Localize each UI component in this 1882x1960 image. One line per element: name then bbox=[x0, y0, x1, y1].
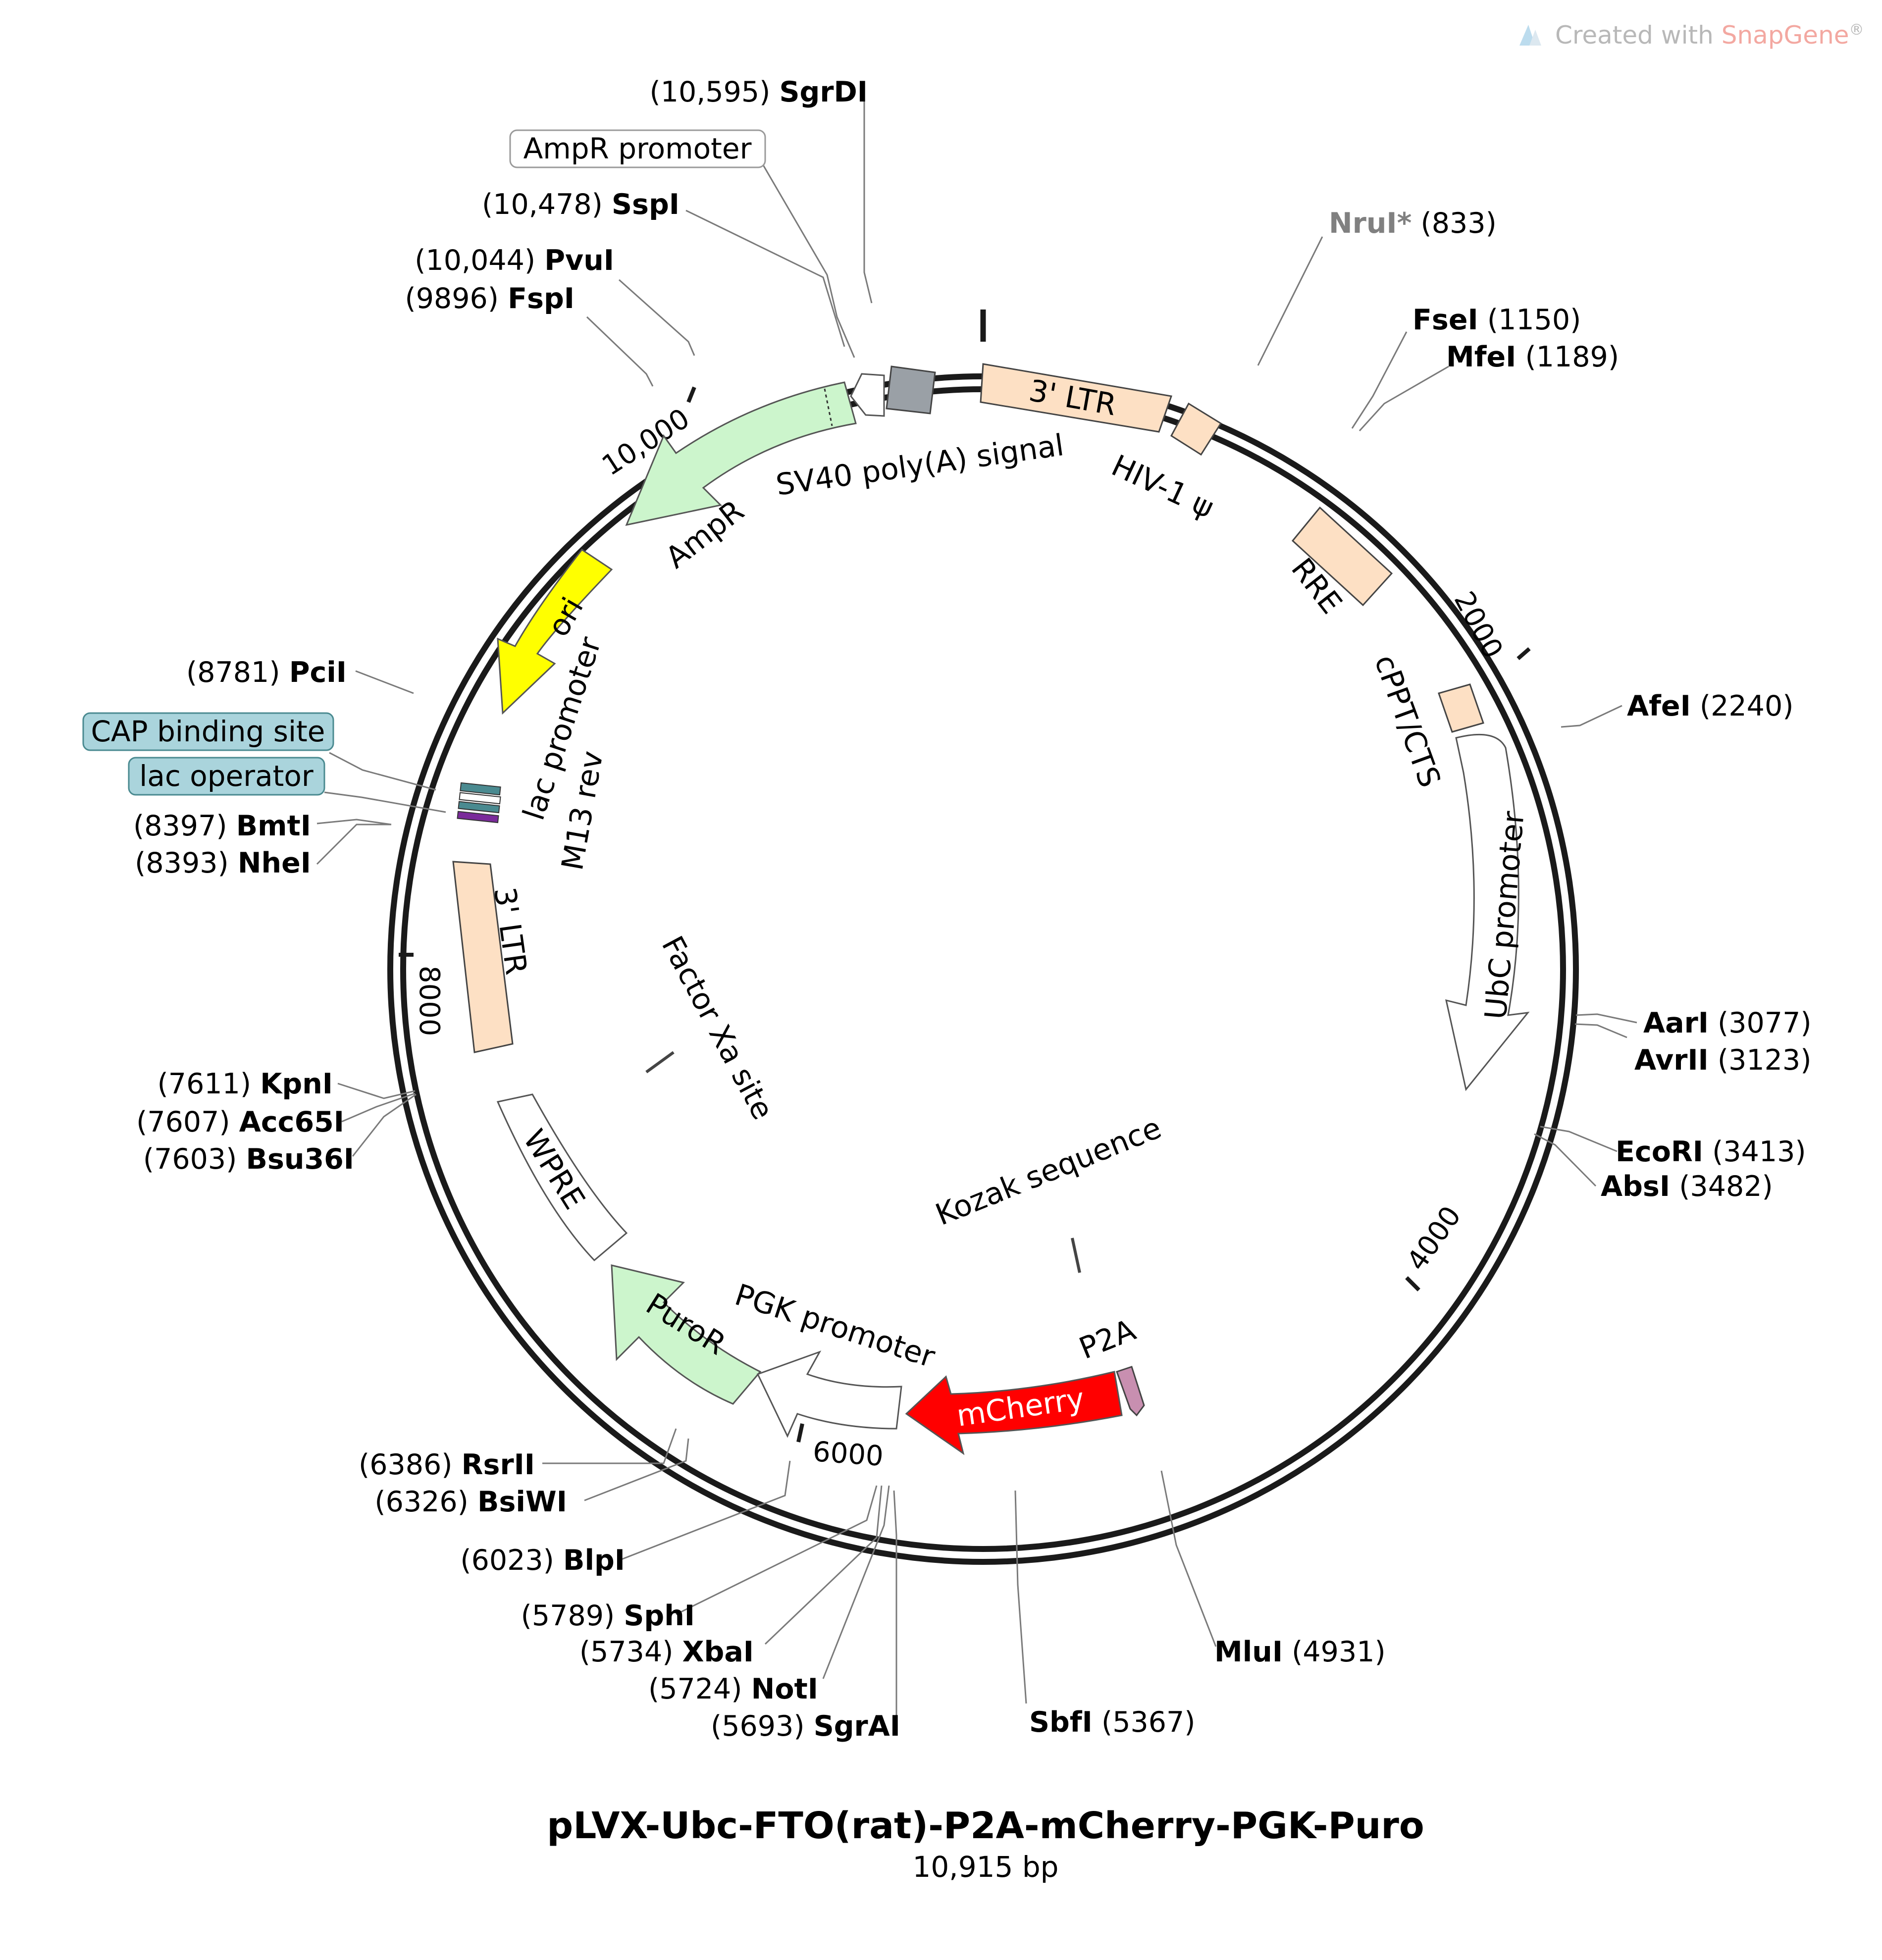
enzyme-pvui: (10,044) PvuI bbox=[415, 244, 614, 277]
enzyme-blpi: (6023) BlpI bbox=[460, 1544, 625, 1577]
enzyme-sgrdi: (10,595) SgrDI bbox=[649, 76, 868, 108]
mcherry-arrow bbox=[905, 1371, 1123, 1455]
enzyme-sbfi: SbfI (5367) bbox=[1029, 1706, 1196, 1739]
p2a-segment bbox=[1116, 1366, 1145, 1417]
feature-label-3ltr-top: 3' LTR bbox=[1026, 373, 1119, 423]
cap-binding-site-label: CAP binding site bbox=[91, 715, 325, 748]
hiv-psi-segment bbox=[1170, 402, 1222, 456]
feature-label-cppt: cPPT/CTS bbox=[1367, 650, 1447, 792]
feature-label-pgk: PGK promoter bbox=[731, 1278, 939, 1375]
sv40-polya-segment bbox=[886, 365, 936, 414]
enzyme-noti: (5724) NotI bbox=[648, 1673, 818, 1705]
feature-label-p2a: P2A bbox=[1074, 1313, 1140, 1366]
enzyme-fsei: FseI (1150) bbox=[1412, 304, 1581, 336]
enzyme-mlui: MluI (4931) bbox=[1214, 1636, 1386, 1668]
factor-xa-mark bbox=[645, 1051, 675, 1074]
puror-arrow bbox=[611, 1264, 762, 1405]
tick-label-4000: 4000 bbox=[1401, 1200, 1467, 1277]
leader-lines bbox=[316, 94, 1637, 1718]
enzyme-pcii: (8781) PciI bbox=[186, 656, 347, 689]
enzyme-avrii: AvrII (3123) bbox=[1634, 1044, 1811, 1077]
enzyme-mfei: MfeI (1189) bbox=[1446, 341, 1619, 373]
wpre-segment bbox=[496, 1093, 628, 1262]
enzyme-fspi: (9896) FspI bbox=[405, 282, 575, 315]
snapgene-logo-icon bbox=[1519, 25, 1541, 46]
ampr-promoter-box bbox=[509, 129, 766, 168]
enzyme-absi: AbsI (3482) bbox=[1601, 1170, 1773, 1203]
enzyme-bmti: (8397) BmtI bbox=[133, 810, 311, 842]
ltr-3-left-segment bbox=[452, 861, 514, 1053]
tick-2000 bbox=[1516, 647, 1531, 661]
tick-10000 bbox=[686, 386, 696, 403]
lac-operator-box bbox=[128, 757, 325, 796]
backbone-outer-ring bbox=[387, 373, 1579, 1565]
enzyme-acc65i: (7607) Acc65I bbox=[136, 1106, 344, 1138]
ampr-promoter-label: AmpR promoter bbox=[523, 132, 752, 165]
enzyme-sgrai: (5693) SgrAI bbox=[711, 1710, 900, 1743]
lac-promoter-mark bbox=[459, 792, 501, 805]
enzyme-kpni: (7611) KpnI bbox=[157, 1068, 333, 1100]
feature-label-sv40: SV40 poly(A) signal bbox=[774, 428, 1066, 503]
plasmid-size: 10,915 bp bbox=[912, 1850, 1058, 1884]
ampr-promoter-arrow bbox=[850, 373, 885, 417]
ubc-promoter-arrow bbox=[1445, 733, 1530, 1091]
enzyme-afei: AfeI (2240) bbox=[1627, 690, 1793, 722]
plasmid-name: pLVX-Ubc-FTO(rat)-P2A-mCherry-PGK-Puro bbox=[547, 1805, 1424, 1847]
feature-label-factor-xa: Factor Xa site bbox=[655, 930, 780, 1125]
cap-binding-site-box bbox=[82, 712, 334, 751]
enzyme-sspi: (10,478) SspI bbox=[482, 188, 680, 221]
enzyme-bsu36i: (7603) Bsu36I bbox=[143, 1143, 354, 1176]
feature-label-hiv-psi: HIV-1 ψ bbox=[1106, 448, 1219, 525]
kozak-mark bbox=[1071, 1238, 1081, 1273]
enzyme-xbai: (5734) XbaI bbox=[579, 1636, 754, 1668]
ltr-3-top-segment bbox=[980, 363, 1172, 433]
tick-6000 bbox=[796, 1423, 804, 1443]
tick-4000 bbox=[1405, 1276, 1420, 1291]
ori-arrow bbox=[497, 548, 613, 715]
tick-label-6000: 6000 bbox=[812, 1436, 885, 1473]
lac-operator-mark bbox=[458, 801, 500, 814]
lac-operator-label: lac operator bbox=[139, 759, 314, 793]
ampr-promoter-boundary bbox=[824, 388, 833, 426]
enzyme-sphi: (5789) SphI bbox=[521, 1599, 695, 1632]
enzyme-aari: AarI (3077) bbox=[1643, 1007, 1812, 1039]
cap-site-mark bbox=[460, 782, 501, 796]
ampr-arrow bbox=[625, 381, 857, 526]
m13-rev-mark bbox=[457, 811, 499, 824]
cppt-segment bbox=[1438, 683, 1484, 733]
enzyme-nrui: NruI* (833) bbox=[1329, 207, 1497, 240]
enzyme-ecori: EcoRI (3413) bbox=[1616, 1135, 1806, 1168]
rre-segment bbox=[1291, 506, 1393, 607]
pgk-promoter-arrow bbox=[756, 1350, 902, 1438]
enzyme-bsiwi: (6326) BsiWI bbox=[374, 1486, 567, 1518]
feature-label-kozak: Kozak sequence bbox=[931, 1111, 1166, 1233]
tick-label-2000: 2000 bbox=[1448, 586, 1509, 664]
created-with-credit: Created with SnapGene® bbox=[1555, 21, 1864, 50]
tick-label-8000: 8000 bbox=[413, 966, 445, 1036]
enzyme-nhei: (8393) NheI bbox=[135, 847, 311, 879]
feature-label-wpre: WPRE bbox=[516, 1124, 591, 1216]
enzyme-rsrii: (6386) RsrII bbox=[359, 1448, 535, 1481]
